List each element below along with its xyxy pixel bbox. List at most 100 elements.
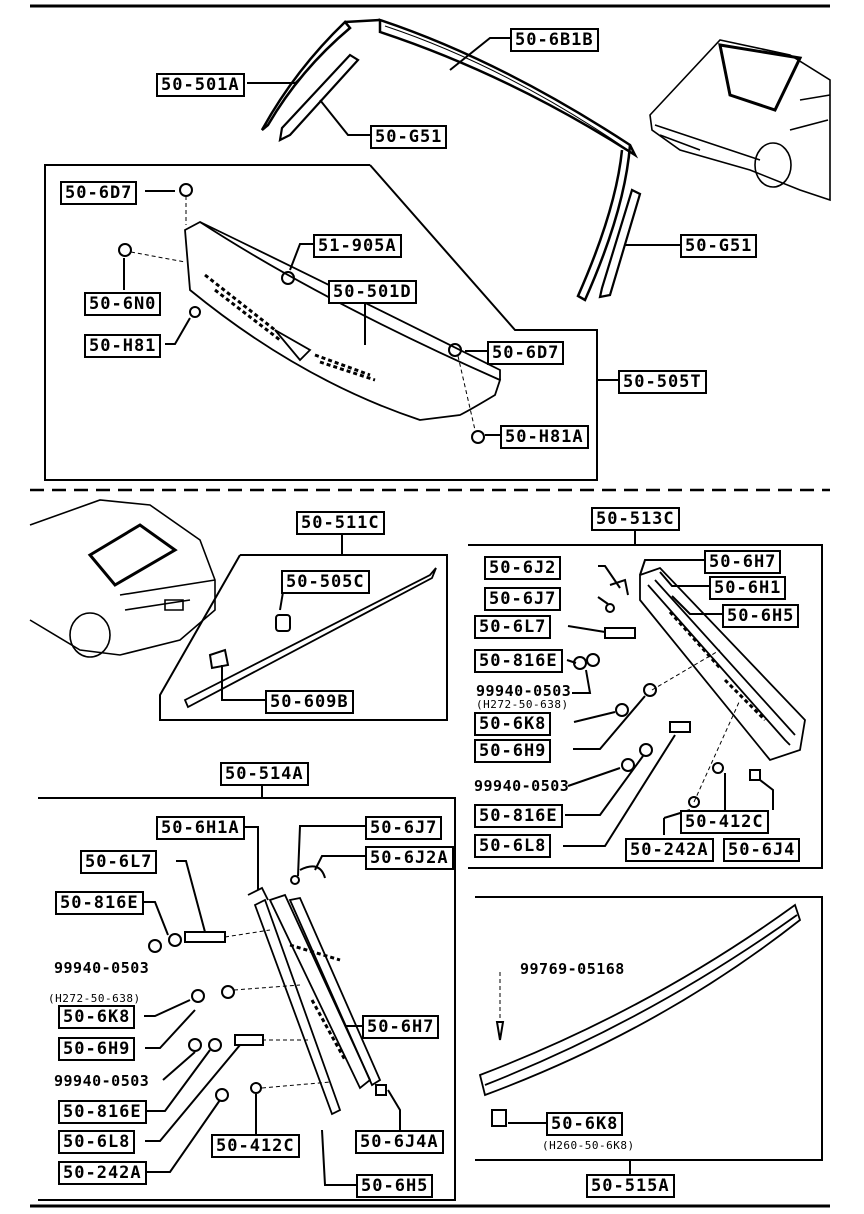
stud-6l8-b xyxy=(235,1035,263,1045)
rear-box-513c xyxy=(468,545,822,868)
washer-99940-c xyxy=(149,940,161,952)
bolt-6k8-b xyxy=(192,990,204,1002)
nut-816e-b xyxy=(640,744,652,756)
text-99940-0503-b: 99940-0503 xyxy=(474,777,570,795)
bracket-609b xyxy=(210,650,228,668)
label-50-6h9-a: 50-6H9 xyxy=(474,739,552,763)
clip-6j7-b xyxy=(291,876,299,884)
label-50-816e-a: 50-816E xyxy=(474,649,563,673)
label-50-h81: 50-H81 xyxy=(84,334,162,358)
washer-99940-b xyxy=(622,759,634,771)
clip-h81 xyxy=(190,307,200,317)
g51-strip-left-drawing xyxy=(280,55,358,140)
label-50-6h1a: 50-6H1A xyxy=(156,816,245,840)
label-50-513c: 50-513C xyxy=(591,507,680,531)
label-50-6d7-b: 50-6D7 xyxy=(487,341,565,365)
windshield-moulding-drawing xyxy=(262,20,635,300)
label-50-501a: 50-501A xyxy=(156,73,245,97)
rear-moulding-511c-drawing xyxy=(185,568,436,707)
clip-6d7-b xyxy=(449,344,461,356)
label-50-6h7-a: 50-6H7 xyxy=(704,550,782,574)
clip-6h9-b xyxy=(222,986,234,998)
clip-6j4a xyxy=(376,1085,386,1095)
label-50-6l7-b: 50-6L7 xyxy=(80,850,158,874)
clip-6j2 xyxy=(610,580,628,595)
label-50-816e-c: 50-816E xyxy=(55,891,144,915)
clip-412c-a xyxy=(713,763,723,773)
label-50-816e-d: 50-816E xyxy=(58,1100,147,1124)
label-50-515a: 50-515A xyxy=(586,1174,675,1198)
label-50-816e-b: 50-816E xyxy=(474,804,563,828)
screw-905a xyxy=(282,272,294,284)
rear-moulding-514a-drawing xyxy=(248,888,380,1114)
label-50-g51-top: 50-G51 xyxy=(370,125,448,149)
rear-box-514a xyxy=(38,798,455,1200)
clip-6j2a xyxy=(300,866,325,878)
label-50-242a-b: 50-242A xyxy=(58,1161,147,1185)
stud-6l7-b xyxy=(185,932,225,942)
rear-box-515a xyxy=(475,897,822,1160)
rear-moulding-513c-drawing xyxy=(640,568,805,760)
stud-6l7 xyxy=(605,628,635,638)
label-50-6k8-b: 50-6K8 xyxy=(58,1005,136,1029)
label-50-6j4a: 50-6J4A xyxy=(355,1130,444,1154)
rear-moulding-515a-drawing xyxy=(480,905,800,1095)
clip-412c-b xyxy=(251,1083,261,1093)
label-50-6l8-b: 50-6L8 xyxy=(58,1130,136,1154)
stud-6l8-a xyxy=(670,722,690,732)
label-51-905a: 51-905A xyxy=(313,234,402,258)
bolt-6k8-a xyxy=(616,704,628,716)
text-h260-50-6k8: (H260-50-6K8) xyxy=(542,1139,635,1152)
text-99940-0503-d: 99940-0503 xyxy=(54,1072,150,1090)
nut-816e-c xyxy=(169,934,181,946)
clip-6j4 xyxy=(750,770,760,780)
nut-242a-b xyxy=(216,1089,228,1101)
label-50-412c-a: 50-412C xyxy=(680,810,769,834)
cowl-group-box xyxy=(45,165,597,480)
label-50-6l8-a: 50-6L8 xyxy=(474,834,552,858)
rear-box-511c xyxy=(160,555,447,720)
label-50-6h1: 50-6H1 xyxy=(709,576,787,600)
nut-816e-a xyxy=(587,654,599,666)
label-50-6d7-a: 50-6D7 xyxy=(60,181,138,205)
clip-6d7-a xyxy=(180,184,192,196)
label-50-242a-a: 50-242A xyxy=(625,838,714,862)
washer-99940-d xyxy=(189,1039,201,1051)
label-50-501d: 50-501D xyxy=(328,280,417,304)
label-50-6h5-b: 50-6H5 xyxy=(356,1174,434,1198)
label-50-g51-right: 50-G51 xyxy=(680,234,758,258)
text-99940-0503-a: 99940-0503 xyxy=(476,682,572,700)
label-50-6k8-a: 50-6K8 xyxy=(474,712,552,736)
text-99940-0503-c: 99940-0503 xyxy=(54,959,150,977)
nut-816e-d xyxy=(209,1039,221,1051)
label-50-6j2a: 50-6J2A xyxy=(365,846,454,870)
label-50-6j7-b: 50-6J7 xyxy=(365,816,443,840)
label-50-514a: 50-514A xyxy=(220,762,309,786)
label-50-6j2: 50-6J2 xyxy=(484,556,562,580)
clip-6h9-a xyxy=(644,684,656,696)
car-front-illustration xyxy=(650,40,830,200)
label-50-h81a: 50-H81A xyxy=(500,425,589,449)
label-50-6l7-a: 50-6L7 xyxy=(474,615,552,639)
clip-h81a xyxy=(472,431,484,443)
screw-6n0 xyxy=(119,244,131,256)
label-50-609b: 50-609B xyxy=(265,690,354,714)
label-50-412c-b: 50-412C xyxy=(211,1134,300,1158)
label-50-505c: 50-505C xyxy=(281,570,370,594)
label-50-6n0: 50-6N0 xyxy=(84,292,162,316)
label-50-6h5-a: 50-6H5 xyxy=(722,604,800,628)
text-h272-50-638-a: (H272-50-638) xyxy=(476,698,569,711)
car-rear-illustration xyxy=(30,500,215,657)
label-50-6j4: 50-6J4 xyxy=(723,838,801,862)
label-50-6h9-b: 50-6H9 xyxy=(58,1037,136,1061)
label-50-6k8-c: 50-6K8 xyxy=(546,1112,624,1136)
screw-99769 xyxy=(497,1022,503,1040)
nut-242a-a xyxy=(689,797,699,807)
g51-strip-right-drawing xyxy=(600,190,640,297)
label-50-505t: 50-505T xyxy=(618,370,707,394)
text-h272-50-638-b: (H272-50-638) xyxy=(48,992,141,1005)
label-50-511c: 50-511C xyxy=(296,511,385,535)
label-50-6j7-a: 50-6J7 xyxy=(484,587,562,611)
clip-6j7 xyxy=(606,604,614,612)
